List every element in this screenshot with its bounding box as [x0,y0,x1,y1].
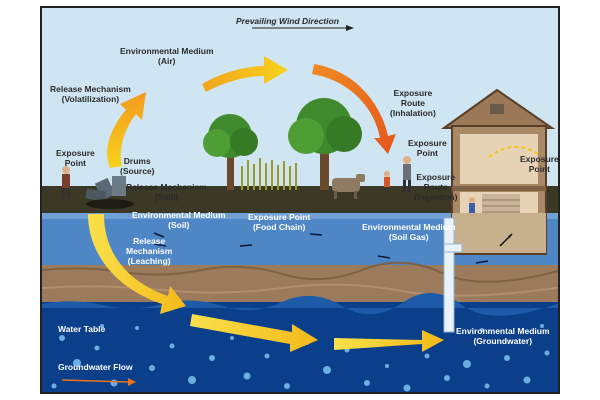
cow [332,174,365,199]
groundwater-flow-arrow [61,379,129,383]
label-release-spill: Release Mechanism(Spill) [126,182,207,202]
tree-left [203,114,258,190]
arrow-air [202,56,288,92]
arrow-inhalation [312,64,396,154]
arrow-leaching [88,214,186,314]
exposure-pathway-scene [42,8,558,392]
label-drums: Drums(Source) [120,156,155,176]
corn-crop [241,158,297,190]
indoor-exposure-arrow [487,146,539,159]
wind-direction-label: Prevailing Wind Direction [236,16,339,26]
arrow-groundwater-2 [334,330,444,352]
diagram-frame: Prevailing Wind Direction Environmental … [40,6,560,394]
arrow-groundwater-1 [190,314,318,352]
label-env-air: Environmental Medium(Air) [120,46,214,66]
drums [85,176,134,209]
label-env-soil-gas: Environmental Medium(Soil Gas) [362,222,456,242]
well-pipe [443,217,463,333]
groundwater [42,302,558,392]
person-adult [403,156,411,192]
tree-right [288,98,362,190]
groundwater-bubbles [51,324,550,392]
person-left [62,166,70,198]
label-env-soil: Environmental Medium(Soil) [132,210,226,230]
arrow-volatilization [107,92,146,168]
label-release-volatilization: Release Mechanism(Volatilization) [50,84,131,104]
label-env-groundwater: Environmental Medium(Groundwater) [456,326,550,346]
soil-flow-arrows [153,232,489,264]
person-child [384,171,390,187]
label-water-table: Water Table [58,324,106,334]
label-exposure-food: Exposure Point(Food Chain) [248,212,311,232]
house [440,88,556,255]
label-groundwater-flow: Groundwater Flow [58,362,133,372]
